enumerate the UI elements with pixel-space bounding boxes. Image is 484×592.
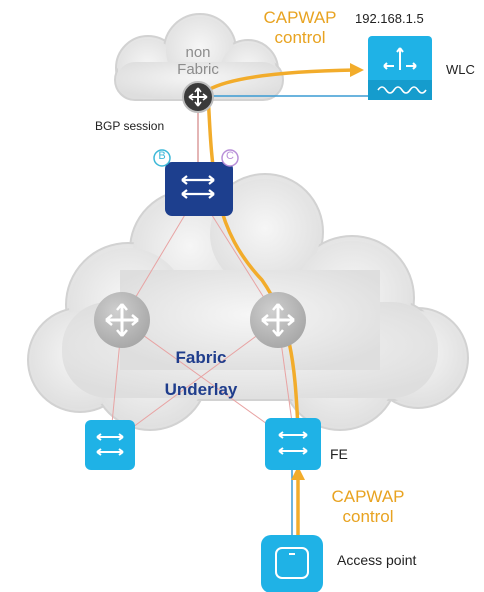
wireless-controller-icon (368, 36, 432, 100)
underlay-router-left-icon (94, 292, 150, 348)
capwap-arrowhead-bottom (291, 466, 305, 480)
fabric-edge-switch-icon (265, 418, 321, 470)
capwap-bottom-line1: CAPWAP (331, 487, 405, 506)
bgp-session-label: BGP session (95, 119, 165, 133)
fabric-underlay-label: Fabric Underlay (156, 342, 246, 406)
wlc-label: WLC (446, 62, 475, 77)
control-plane-router-icon (182, 81, 214, 113)
border-node-switch-icon (153, 149, 239, 216)
capwap-path (206, 68, 357, 432)
edge-switch-left-icon (85, 420, 135, 470)
fabric-underlay-line1: Fabric (175, 348, 227, 367)
border-c-label: C (226, 150, 234, 162)
capwap-bottom-line2: control (342, 507, 394, 526)
capwap-top-line1: CAPWAP (263, 8, 337, 27)
underlay-router-right-icon (250, 292, 306, 348)
access-point-label: Access point (337, 552, 417, 568)
non-fabric-line1: non (185, 44, 211, 61)
fabric-underlay-line2: Underlay (164, 380, 238, 399)
border-b-label: B (158, 150, 166, 162)
capwap-arrowhead-top (350, 63, 364, 77)
capwap-control-top-label: CAPWAP control (258, 8, 342, 48)
capwap-top-line2: control (274, 28, 326, 47)
capwap-control-bottom-label: CAPWAP control (326, 487, 410, 527)
non-fabric-line2: Fabric (177, 61, 219, 78)
fe-label: FE (330, 446, 348, 462)
access-point-icon (261, 535, 323, 592)
non-fabric-label: non Fabric (168, 44, 228, 78)
wlc-ip-label: 192.168.1.5 (355, 11, 424, 26)
